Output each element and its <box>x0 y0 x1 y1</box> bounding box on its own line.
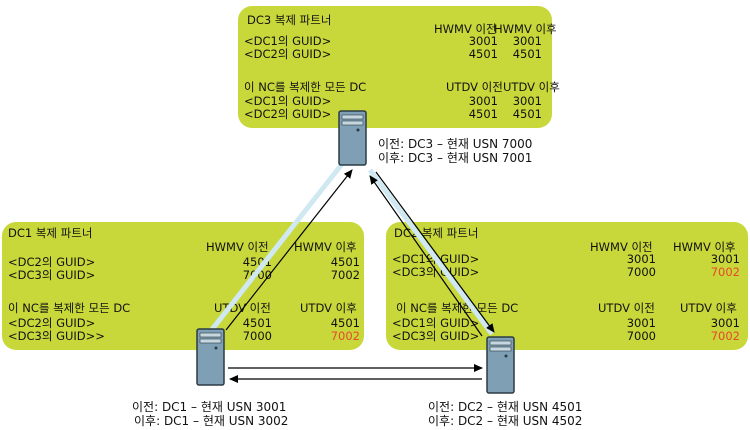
link-dc1-dc3-highlight <box>208 162 344 334</box>
dc3-hwmv-row-label: <DC1의 GUID> <box>244 34 332 48</box>
dc3-server-icon <box>338 110 367 166</box>
dc3-caption-after: 이후: DC3 – 현재 USN 7001 <box>378 151 533 165</box>
dc1-hwmv-row-label: <DC3의 GUID> <box>8 268 96 282</box>
dc1-utdv-row-label: <DC3의 GUID>> <box>8 329 105 343</box>
dc3-utdv-before-header: UTDV 이전 <box>446 80 503 94</box>
dc2-hwmv-after-header: HWMV 이후 <box>673 240 736 254</box>
dc1-server-icon <box>196 328 225 386</box>
dc2-hwmv-row-after: 3001 <box>710 252 740 266</box>
dc3-caption-before: 이전: DC3 – 현재 USN 7000 <box>378 137 533 151</box>
dc2-hwmv-row-after-changed: 7002 <box>710 265 740 279</box>
link-dc3-dc2-highlight <box>367 168 495 336</box>
dc2-utdv-row-label: <DC1의 GUID> <box>392 316 480 330</box>
dc3-utdv-row-before: 3001 <box>468 94 498 108</box>
dc3-panel: DC3 복제 파트너 HWMV 이전 HWMV 이후 <DC1의 GUID> 3… <box>238 6 560 128</box>
dc3-utdv-after-header: UTDV 이후 <box>503 80 560 94</box>
dc1-utdv-row-after-changed: 7002 <box>330 329 360 343</box>
dc2-panel: DC2 복제 파트너 HWMV 이전 HWMV 이후 <DC1의 GUID> 3… <box>386 222 748 350</box>
dc2-utdv-row-before: 7000 <box>626 329 656 343</box>
dc3-hwmv-row-before: 4501 <box>468 47 498 61</box>
link-dc1-dc3-arrow <box>225 169 353 331</box>
dc1-utdv-row-before: 7000 <box>242 329 272 343</box>
dc2-caption-after: 이후: DC2 – 현재 USN 4502 <box>428 414 583 428</box>
dc1-nc-title: 이 NC를 복제한 모든 DC <box>8 301 131 315</box>
dc1-hwmv-before-header: HWMV 이전 <box>206 240 269 254</box>
dc2-hwmv-row-before: 7000 <box>626 265 656 279</box>
link-dc3-dc2-arrow-down <box>375 171 495 333</box>
dc3-utdv-row-after: 3001 <box>512 94 542 108</box>
dc3-utdv-row-after: 4501 <box>512 107 542 121</box>
dc2-caption-before: 이전: DC2 – 현재 USN 4501 <box>428 400 583 414</box>
dc1-utdv-row-label: <DC2의 GUID> <box>8 316 96 330</box>
dc1-utdv-row-after: 4501 <box>330 316 360 330</box>
dc3-hwmv-row-after: 3001 <box>512 34 542 48</box>
dc3-title: DC3 복제 파트너 <box>247 13 332 27</box>
dc2-utdv-row-label: <DC3의 GUID> <box>392 329 480 343</box>
dc3-hwmv-row-after: 4501 <box>512 47 542 61</box>
dc1-utdv-after-header: UTDV 이후 <box>300 301 357 315</box>
dc2-utdv-row-after: 3001 <box>710 316 740 330</box>
dc2-utdv-row-before: 3001 <box>626 316 656 330</box>
dc3-hwmv-after-header: HWMV 이후 <box>494 22 557 36</box>
dc2-utdv-before-header: UTDV 이전 <box>598 301 655 315</box>
dc3-hwmv-row-before: 3001 <box>468 34 498 48</box>
link-dc3-dc2-arrow-up <box>369 175 483 337</box>
dc2-utdv-row-after-changed: 7002 <box>710 329 740 343</box>
dc2-hwmv-before-header: HWMV 이전 <box>590 240 653 254</box>
dc3-utdv-row-before: 4501 <box>468 107 498 121</box>
dc1-panel: DC1 복제 파트너 HWMV 이전 HWMV 이후 <DC2의 GUID> 4… <box>2 222 364 350</box>
dc1-title: DC1 복제 파트너 <box>8 226 93 240</box>
dc3-hwmv-before-header: HWMV 이전 <box>434 22 497 36</box>
dc1-caption-after: 이후: DC1 – 현재 USN 3002 <box>134 414 289 428</box>
dc2-nc-title: 이 NC를 복제한 모든 DC <box>396 301 519 315</box>
dc1-hwmv-row-after: 4501 <box>330 255 360 269</box>
dc2-server-icon <box>486 336 515 394</box>
dc3-utdv-row-label: <DC1의 GUID> <box>244 94 332 108</box>
dc1-caption-before: 이전: DC1 – 현재 USN 3001 <box>132 400 287 414</box>
dc3-nc-title: 이 NC를 복제한 모든 DC <box>244 80 367 94</box>
dc1-hwmv-row-after: 7002 <box>330 268 360 282</box>
dc3-hwmv-row-label: <DC2의 GUID> <box>244 47 332 61</box>
dc2-utdv-after-header: UTDV 이후 <box>680 301 737 315</box>
dc1-hwmv-row-label: <DC2의 GUID> <box>8 255 96 269</box>
dc2-hwmv-row-before: 3001 <box>626 252 656 266</box>
dc3-utdv-row-label: <DC2의 GUID> <box>244 107 332 121</box>
dc2-hwmv-row-label: <DC3의 GUID> <box>392 265 480 279</box>
dc1-hwmv-after-header: HWMV 이후 <box>294 240 357 254</box>
dc1-utdv-row-before: 4501 <box>242 316 272 330</box>
